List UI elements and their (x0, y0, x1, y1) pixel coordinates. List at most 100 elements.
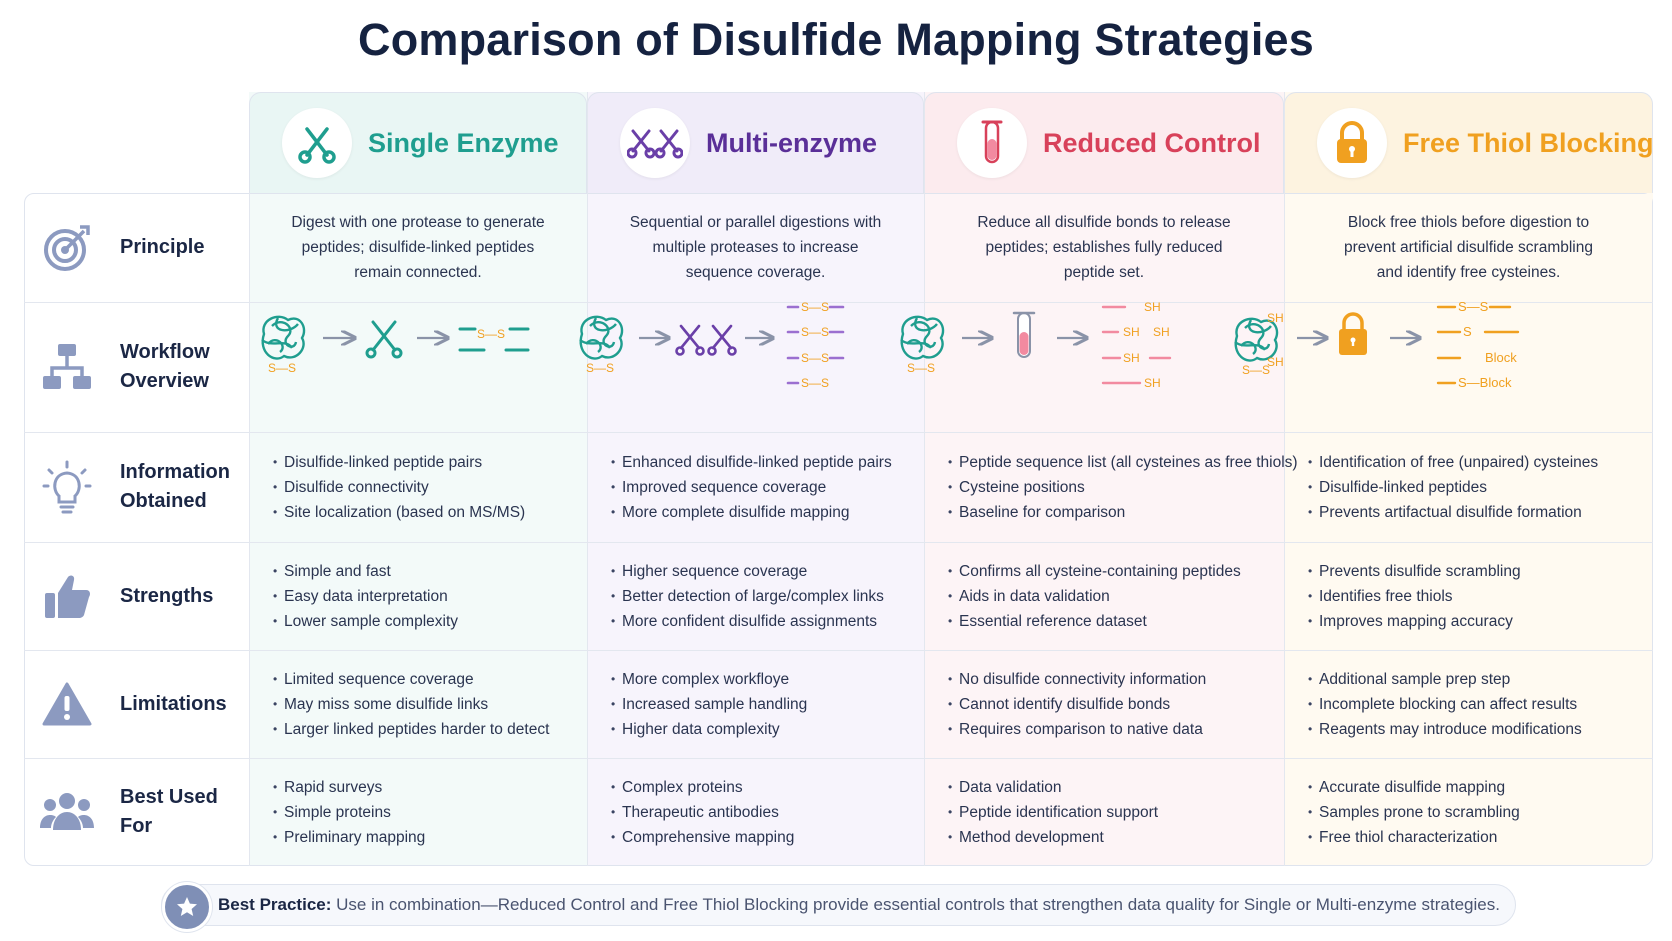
strengths-single: Simple and fastEasy data interpretationL… (249, 542, 587, 650)
list-item: Samples prone to scrambling (1308, 800, 1520, 825)
list-item: Method development (948, 825, 1158, 850)
product-label: S—S (801, 325, 829, 339)
users-icon (40, 785, 94, 839)
lock-icon (1339, 312, 1367, 355)
best-used-multi: Complex proteinsTherapeutic antibodiesCo… (587, 758, 924, 866)
list-item: Larger linked peptides harder to detect (273, 717, 549, 742)
list-item: Increased sample handling (611, 692, 807, 717)
list-item: Disulfide-linked peptide pairs (273, 450, 525, 475)
list-item: Easy data interpretation (273, 584, 458, 609)
list-item: Disulfide-linked peptides (1308, 475, 1598, 500)
scissors-icon (365, 320, 403, 359)
column-header-multi-enzyme: Multi-enzyme (587, 92, 924, 193)
principle-single: Digest with one protease to generate pept… (249, 193, 587, 302)
list-item: Confirms all cysteine-containing peptide… (948, 559, 1241, 584)
workflow-diagrams: S—S S—S S—S S—S S—S S—S S (260, 302, 1520, 390)
scissors-icon (282, 108, 352, 178)
lock-icon (1317, 108, 1387, 178)
list-item: Simple and fast (273, 559, 458, 584)
principle-line: prevent artificial disulfide scrambling (1344, 239, 1593, 256)
thiol-label: SH (1153, 325, 1170, 339)
list-item: Site localization (based on MS/MS) (273, 500, 525, 525)
page-title: Comparison of Disulfide Mapping Strategi… (358, 14, 1314, 65)
list-item: Lower sample complexity (273, 609, 458, 634)
list-item: Disulfide connectivity (273, 475, 525, 500)
row-label-text: Workflow Overview (120, 341, 210, 392)
list-item: More complex workfloye (611, 667, 807, 692)
principle-line: multiple proteases to increase (652, 239, 859, 256)
double-scissors-icon (620, 108, 690, 178)
principle-line: remain connected. (354, 264, 482, 281)
list-item: Additional sample prep step (1308, 667, 1582, 692)
product-label: S (1463, 324, 1472, 339)
product-label: S—S (1458, 302, 1489, 314)
best-used-free-thiol: Accurate disulfide mappingSamples prone … (1284, 758, 1653, 866)
limitations-single: Limited sequence coverageMay miss some d… (249, 650, 587, 758)
thiol-label: SH (1267, 311, 1284, 325)
row-label-text: Strengths (120, 584, 214, 607)
information-free-thiol: Identification of free (unpaired) cystei… (1284, 432, 1653, 542)
principle-line: sequence coverage. (685, 264, 826, 281)
product-label: S—Block (1458, 375, 1512, 390)
lightbulb-icon (40, 460, 94, 514)
list-item: May miss some disulfide links (273, 692, 549, 717)
principle-line: peptides; establishes fully reduced (985, 239, 1223, 256)
row-label-limitations: Limitations (24, 650, 249, 758)
list-item: Comprehensive mapping (611, 825, 794, 850)
list-item: Simple proteins (273, 800, 425, 825)
principle-reduced: Reduce all disulfide bonds to release pep… (924, 193, 1284, 302)
column-label: Free Thiol Blocking (1403, 127, 1654, 158)
best-practice-text: Use in combination—Reduced Control and F… (336, 895, 1500, 914)
list-item: Better detection of large/complex links (611, 584, 884, 609)
list-item: Prevents disulfide scrambling (1308, 559, 1521, 584)
star-icon (162, 882, 212, 932)
product-label: S—S (801, 351, 829, 365)
list-item: Baseline for comparison (948, 500, 1298, 525)
test-tube-icon (957, 108, 1027, 178)
principle-line: Digest with one protease to generate (291, 214, 545, 231)
thiol-label: SH (1123, 325, 1140, 339)
principle-line: peptides; disulfide-linked peptides (301, 239, 535, 256)
information-multi: Enhanced disulfide-linked peptide pairsI… (587, 432, 924, 542)
test-tube-icon (1012, 311, 1036, 358)
list-item: Cysteine positions (948, 475, 1298, 500)
list-item: Improves mapping accuracy (1308, 609, 1521, 634)
list-item: More complete disulfide mapping (611, 500, 892, 525)
column-header-single-enzyme: Single Enzyme (249, 92, 587, 193)
list-item: Reagents may introduce modifications (1308, 717, 1582, 742)
information-single: Disulfide-linked peptide pairsDisulfide … (249, 432, 587, 542)
list-item: Enhanced disulfide-linked peptide pairs (611, 450, 892, 475)
list-item: Essential reference dataset (948, 609, 1241, 634)
principle-line: peptide set. (1063, 264, 1145, 281)
column-label: Reduced Control (1043, 127, 1261, 158)
row-label-strengths: Strengths (24, 542, 249, 650)
protein-disulfide-label: S—S (268, 361, 296, 375)
strengths-free-thiol: Prevents disulfide scramblingIdentifies … (1284, 542, 1653, 650)
thiol-label: SH (1144, 302, 1161, 314)
workflow-multi-enzyme: S—S S—S S—S S—S S—S (578, 302, 845, 390)
row-label-text: Limitations (120, 692, 227, 715)
principle-line: Reduce all disulfide bonds to release (977, 214, 1231, 231)
protein-disulfide-label: S—S (586, 361, 614, 375)
list-item: Rapid surveys (273, 775, 425, 800)
list-item: Cannot identify disulfide bonds (948, 692, 1206, 717)
strengths-reduced: Confirms all cysteine-containing peptide… (924, 542, 1284, 650)
principle-line: and identify free cysteines. (1376, 264, 1561, 281)
column-label: Single Enzyme (368, 127, 559, 158)
product-label: S—S (801, 302, 829, 314)
list-item: Peptide sequence list (all cysteines as … (948, 450, 1298, 475)
flowchart-icon (40, 340, 94, 394)
product-label: S—S (801, 376, 829, 390)
protein-disulfide-label: S—S (907, 361, 935, 375)
column-header-reduced-control: Reduced Control (924, 92, 1284, 193)
workflow-single-enzyme: S—S S—S (260, 315, 530, 375)
row-label-text: Best Used For (120, 786, 218, 837)
limitations-reduced: No disulfide connectivity informationCan… (924, 650, 1284, 758)
list-item: Aids in data validation (948, 584, 1241, 609)
list-item: Limited sequence coverage (273, 667, 549, 692)
row-label-text: Principle (120, 236, 205, 258)
thiol-label: SH (1144, 376, 1161, 390)
list-item: No disulfide connectivity information (948, 667, 1206, 692)
list-item: Improved sequence coverage (611, 475, 892, 500)
